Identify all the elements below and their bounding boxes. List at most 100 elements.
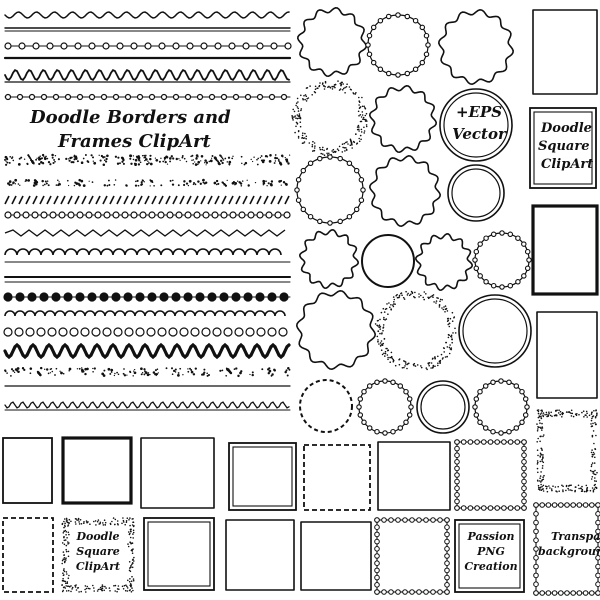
circle-frame-bead	[360, 187, 366, 193]
square-frame-label-dot	[68, 533, 70, 536]
circle-frame-inner	[420, 384, 466, 430]
square-frame-label-dot	[131, 575, 133, 578]
border-stipple	[21, 367, 25, 370]
square-frame-dot	[588, 414, 591, 417]
border-beads	[46, 42, 54, 50]
border-stipple	[288, 368, 291, 371]
border-dots	[17, 183, 20, 185]
square-frame-dot	[569, 484, 571, 487]
square-frame-label-inner	[458, 523, 521, 589]
square-frame-label-bead	[533, 563, 539, 570]
border-stipple	[200, 160, 202, 162]
square-frame-label-dot	[125, 520, 128, 522]
border-stipple	[287, 366, 290, 370]
square-frame-label-dot	[67, 525, 69, 527]
border-beads	[16, 93, 24, 101]
border-swirls	[113, 327, 123, 337]
circle-frame-bead	[327, 220, 333, 226]
square-frame-label-bead	[551, 590, 558, 596]
circle-frame-bead	[477, 388, 483, 395]
circle-frame-dot	[418, 296, 420, 298]
square-frame-bead	[521, 485, 527, 492]
square-frame-dot	[581, 490, 584, 492]
square-frame-bead	[374, 546, 380, 552]
border-rings	[211, 211, 219, 219]
circle-frame-dot	[438, 306, 441, 308]
border-stipple	[106, 154, 109, 158]
border-stipple	[59, 370, 61, 372]
border-stipple	[103, 156, 106, 158]
square-frame-label-dot	[83, 522, 85, 524]
circle-frame-dot	[332, 148, 335, 151]
border-dots	[107, 179, 110, 182]
square-frame-bead	[395, 589, 401, 595]
square-frame-dot	[537, 416, 540, 419]
square-frame	[531, 204, 599, 296]
circle-frame-dot	[392, 305, 395, 308]
border-rings	[76, 211, 84, 219]
border-stipple	[271, 373, 274, 376]
circle-frame-dot	[388, 302, 390, 304]
circle-frame-bead	[477, 273, 483, 279]
square-frame-dot	[542, 412, 545, 414]
border-dots	[108, 184, 111, 186]
square-frame-label-dot	[114, 518, 117, 521]
border-stipple	[164, 160, 167, 164]
border-rings	[49, 211, 57, 219]
border-beads	[4, 42, 12, 50]
border-stipple	[287, 162, 290, 165]
circle-frame-dot	[448, 352, 451, 355]
border-rings	[94, 211, 102, 219]
border-stipple	[155, 374, 157, 377]
transparent-label-line-2: background	[538, 545, 600, 558]
square-frame-label-dot	[61, 562, 63, 565]
border-beads	[160, 93, 168, 101]
circle-frame	[296, 6, 368, 78]
circle-frame-dot	[358, 104, 360, 106]
circle-frame-bead	[300, 167, 307, 174]
border-stipple	[285, 158, 289, 162]
circle-frame-dot	[360, 128, 363, 131]
circle-frame-bead	[370, 59, 377, 66]
circle-frame-dot	[386, 303, 388, 305]
circle-frame-bead	[490, 428, 496, 435]
circle-frame-dot	[379, 342, 382, 344]
circle-frame-dot	[305, 135, 308, 138]
border-stipple	[47, 372, 50, 375]
square-frame-dot	[591, 434, 594, 437]
circle-frame-dot	[324, 80, 327, 83]
circle-frame-dot	[446, 346, 449, 348]
border-stipple	[203, 371, 206, 374]
border-dots	[171, 183, 175, 186]
border-rings	[238, 211, 246, 219]
square-frame-label-dot	[130, 542, 132, 545]
circle-frame-dot	[413, 295, 415, 298]
square-frame-bead	[444, 531, 450, 538]
border-dots	[57, 179, 59, 182]
circle-frame-dot	[341, 89, 344, 91]
eps-badge-line-2: Vector	[452, 125, 506, 143]
title-line-2: Frames ClipArt	[58, 131, 211, 152]
border-dots	[47, 184, 50, 187]
square-frame-dot	[539, 489, 541, 491]
border-dots	[143, 181, 145, 183]
circle-frame-dot	[355, 133, 357, 135]
circle-frame-dot	[379, 345, 382, 347]
square-frame-dot	[593, 453, 596, 455]
square-frame-bead	[374, 531, 380, 538]
square-frame-dot	[590, 464, 593, 466]
square-frame-label-dot	[65, 534, 67, 536]
border-stipple	[154, 369, 157, 372]
circle-frame-dot	[358, 128, 360, 131]
square-frame-dot	[536, 467, 539, 470]
circle-frame-dot	[300, 109, 302, 112]
square-frame-label-dot	[85, 591, 87, 593]
square-frame-label-dot	[67, 550, 70, 553]
square-frame-dot	[585, 484, 588, 487]
circle-frame-dot	[451, 338, 453, 340]
circle-frame-dot	[379, 332, 381, 335]
circle-frame-dot	[410, 293, 412, 296]
circle-frame-dot	[328, 152, 330, 155]
circle-frame-dot	[322, 146, 324, 149]
circle-frame-dot	[358, 137, 361, 140]
